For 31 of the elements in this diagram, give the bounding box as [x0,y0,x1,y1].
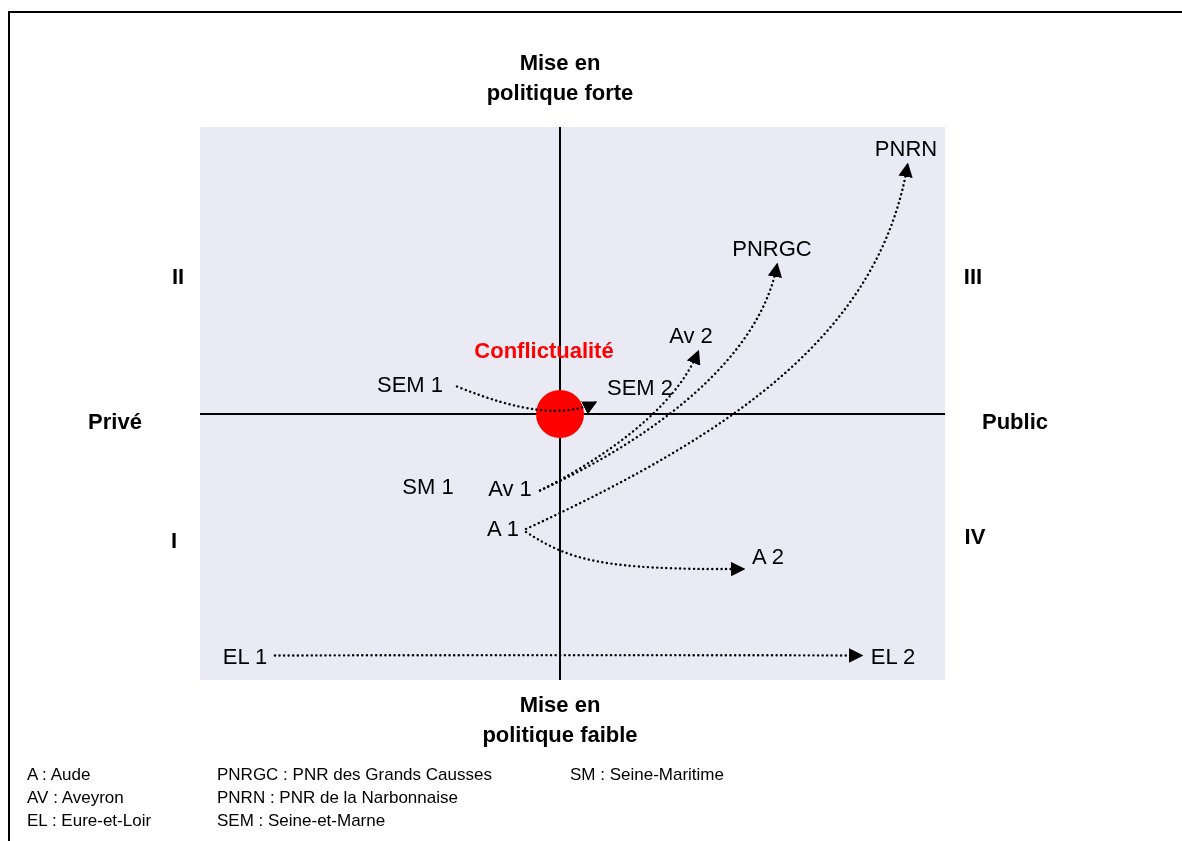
quadrant-number: IV [964,523,986,552]
dotted-arrow [524,530,746,577]
abbreviation-key: PNRN : PNR de la Narbonnaise [217,787,458,810]
point-label: PNRN [864,134,948,164]
point-label: SEM 1 [363,370,457,400]
dotted-arrow [538,262,781,492]
quadrant-number: I [170,527,178,556]
point-label: Av 1 [480,474,540,504]
point-label: Av 2 [660,321,722,351]
axis-label: Public [982,408,1048,437]
point-label: PNRGC [720,234,824,264]
dotted-arrow [273,648,864,663]
axis-label: Mise en politique faible [481,691,639,749]
point-label: EL 2 [862,642,924,672]
point-label: SEM 2 [596,373,684,403]
point-label: SM 1 [402,473,454,502]
axis-label: Privé [88,408,142,437]
quadrant-number: III [963,263,983,292]
quadrant-number: II [171,263,185,292]
abbreviation-key: A : Aude [27,764,91,787]
abbreviation-key: AV : Aveyron [27,787,124,810]
point-label: A 1 [480,514,526,544]
point-label: EL 1 [215,642,275,672]
abbreviation-key: EL : Eure-et-Loir [27,810,152,833]
abbreviation-key: SM : Seine-Maritime [570,764,724,787]
dotted-arrow [455,385,598,414]
point-label: A 2 [744,542,792,572]
abbreviation-key: SEM : Seine-et-Marne [217,810,386,833]
abbreviation-key: PNRGC : PNR des Grands Causses [217,764,492,787]
dotted-arrow [524,162,912,531]
axis-label: Mise en politique forte [485,49,635,107]
